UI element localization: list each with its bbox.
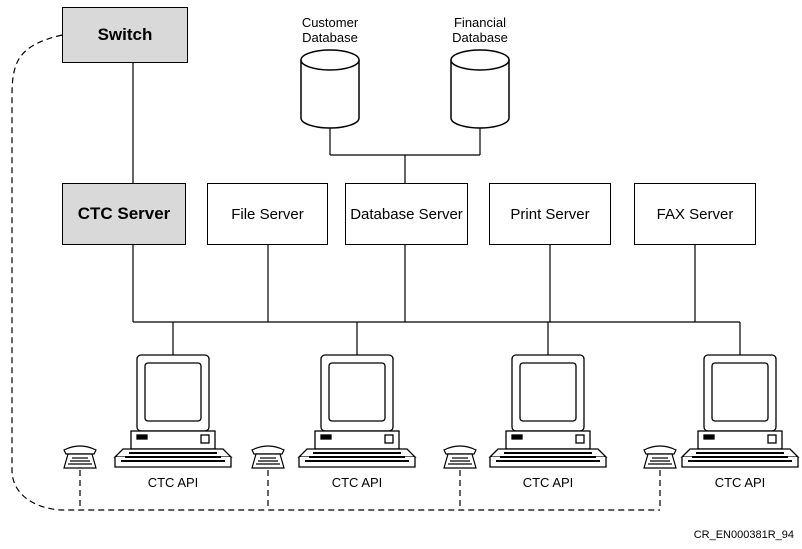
switch-label: Switch bbox=[97, 25, 153, 44]
database-server-box: Database Server bbox=[345, 183, 468, 245]
switch-box: Switch bbox=[62, 7, 188, 63]
telephone-3-telephone-icon bbox=[443, 445, 477, 469]
financial-database-cylinder-icon bbox=[450, 49, 510, 129]
workstation-3-computer-icon bbox=[488, 354, 608, 468]
fax-server-label: FAX Server bbox=[656, 205, 734, 223]
workstation-1-label: CTC API bbox=[147, 475, 199, 490]
figure-code: CR_EN000381R_94 bbox=[693, 529, 794, 541]
financial-database-label: Financial Database bbox=[440, 15, 520, 45]
workstation-3-label: CTC API bbox=[522, 475, 574, 490]
ctc-server-label: CTC Server bbox=[77, 204, 171, 223]
print-server-label: Print Server bbox=[510, 205, 590, 223]
file-server-label: File Server bbox=[231, 205, 304, 223]
workstation-4-label: CTC API bbox=[714, 475, 766, 490]
workstation-4-computer-icon bbox=[680, 354, 800, 468]
customer-database-label: Customer Database bbox=[290, 15, 370, 45]
telephone-1-telephone-icon bbox=[63, 445, 97, 469]
financial-database-line1: Financial bbox=[453, 15, 507, 30]
customer-database-cylinder-icon bbox=[300, 49, 360, 129]
workstation-1-computer-icon bbox=[113, 354, 233, 468]
telephone-4-telephone-icon bbox=[643, 445, 677, 469]
financial-database-line2: Database bbox=[452, 30, 508, 45]
connector-lines bbox=[132, 63, 741, 355]
workstation-2-computer-icon bbox=[297, 354, 417, 468]
file-server-box: File Server bbox=[207, 183, 328, 245]
phone-lines bbox=[11, 34, 661, 511]
customer-database-line1: Customer bbox=[301, 15, 359, 30]
fax-server-box: FAX Server bbox=[634, 183, 756, 245]
telephone-2-telephone-icon bbox=[251, 445, 285, 469]
database-server-label: Database Server bbox=[350, 205, 463, 223]
workstation-2-label: CTC API bbox=[331, 475, 383, 490]
print-server-box: Print Server bbox=[489, 183, 611, 245]
ctc-server-box: CTC Server bbox=[62, 183, 186, 245]
customer-database-line2: Database bbox=[302, 30, 358, 45]
